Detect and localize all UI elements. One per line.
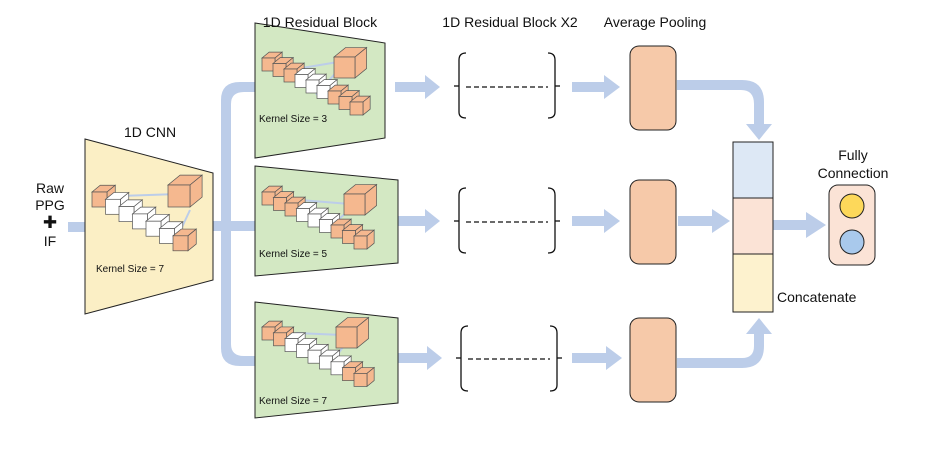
residual-x2-row-3 [456,325,562,392]
res3-strip-cube-front [342,367,356,381]
res3-strip-cube-front [261,326,276,341]
res3-strip-cube-front [273,332,287,347]
res2-strip-cube-front [342,230,356,244]
pooling-box-2 [629,179,677,265]
res3-output-cube [335,316,370,349]
res2-output-cube-front [343,193,366,216]
input-label-ppg: PPG [35,197,65,213]
res1-output-cube-front [333,56,356,79]
cnn-output-cube [167,174,204,208]
res3-strip-cube-front [307,349,322,364]
res3-strip-cube-front [319,355,333,370]
arrow-block1-to-x2 [395,75,440,99]
arrow-block2-to-x2 [398,209,440,233]
res3-strip [261,320,376,388]
concat-segment-1 [732,141,774,199]
res3-strip-cube-front [330,361,345,376]
res2-link-line [299,199,351,205]
cnn-kernel-label: Kernel Size = 7 [96,264,165,275]
residual-block-title: 1D Residual Block [262,14,378,30]
plus-icon: ✚ [42,213,58,233]
residual-x2-title: 1D Residual Block X2 [442,14,578,30]
arrow-x2-to-pool3 [572,346,622,370]
cnn-title: 1D CNN [123,124,177,140]
concat-segment-2 [732,197,774,255]
res3-output-cube-front [335,326,358,349]
res1-strip-cube-front [349,101,364,116]
res2-strip [261,185,376,250]
flow-arrows [68,75,826,370]
fc-node-1 [839,193,865,219]
arrow-concat-to-fc [772,212,826,238]
concat-label: Concatenate [777,289,857,305]
input-label-raw: Raw [35,180,64,196]
arrow-cnn-to-split [212,221,228,231]
arrow-x2-to-pool1 [572,75,620,99]
fc-node-2 [839,229,865,255]
residual-kernel-label-2: Kernel Size = 5 [259,249,328,260]
residual-x2-group [454,52,562,392]
fc-title-line-1: Fully [838,147,868,163]
fc-title-line-2: Connection [817,165,889,181]
arrow-pool2-to-concat [678,209,730,233]
arrow-x2-to-pool2 [572,209,620,233]
arrow-split-to-mid [228,221,262,231]
arrow-block3-to-x2 [398,346,442,370]
res1-output-cube [333,46,368,79]
res3-strip-cube-front [296,344,310,358]
concat-segment-3 [732,253,774,313]
residual-kernel-label-1: Kernel Size = 3 [259,114,328,125]
residual-kernel-label-3: Kernel Size = 7 [259,396,328,407]
arrow-pool3-to-concat [677,318,772,368]
kernel-cube-strips [91,46,378,388]
res2-strip-cube-front [353,235,368,250]
res3-strip-cube-front [353,373,368,387]
arrow-pool1-to-concat [677,80,772,140]
cnn-output-cube-front [167,184,191,208]
res1-strip [261,51,372,116]
pooling-box-3 [629,317,677,403]
res2-strip-cube-front [319,219,333,233]
res2-strip-cube-front [307,213,322,228]
cnn-strip [91,184,198,252]
residual-x2-row-2 [454,187,560,254]
pooling-title: Average Pooling [603,14,707,30]
res2-strip-cube-front [296,208,310,222]
residual-x2-row-1 [454,52,560,119]
res2-output-cube [343,183,378,216]
res2-strip-cube-front [261,191,276,206]
pooling-box-1 [629,45,677,131]
cnn-strip-cube-front [172,235,189,252]
input-label-if: IF [43,233,57,249]
res2-strip-cube-front [284,202,299,217]
res3-strip-cube-front [284,338,299,352]
res2-strip-cube-front [330,224,345,239]
res2-strip-cube-front [273,197,287,211]
